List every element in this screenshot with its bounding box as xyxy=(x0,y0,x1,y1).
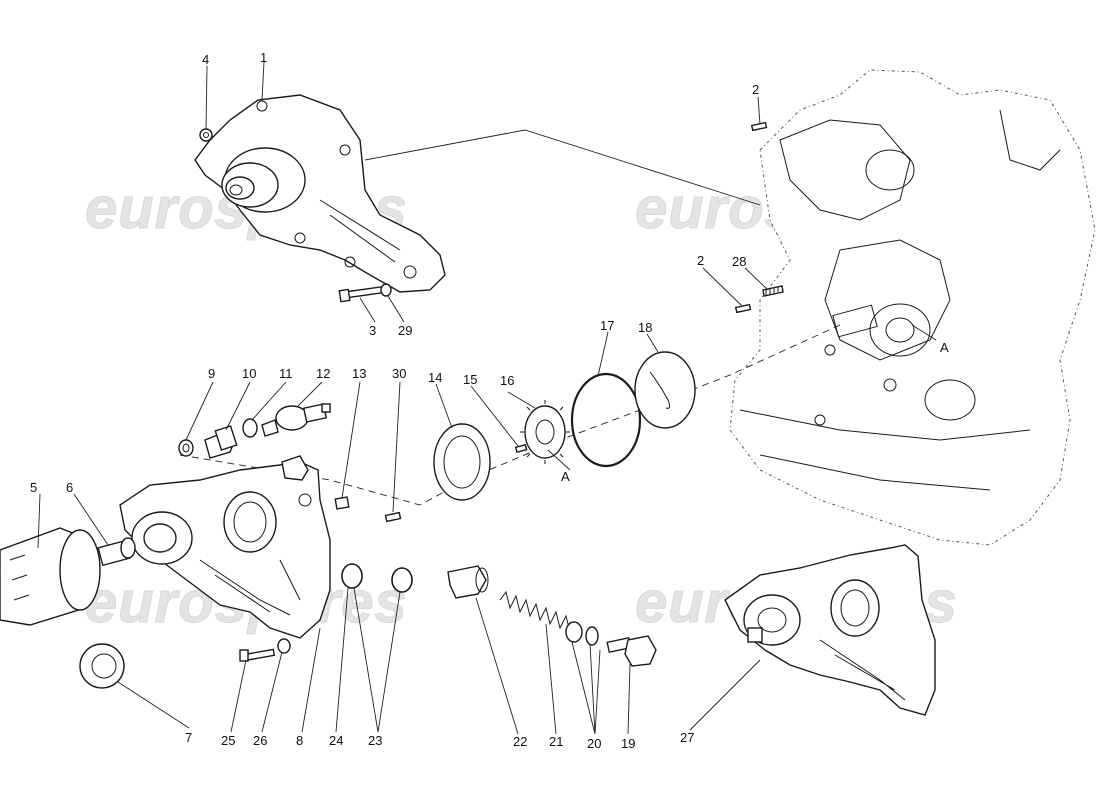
callout-24: 24 xyxy=(329,733,343,748)
stud-28 xyxy=(762,285,784,297)
washer-11 xyxy=(242,418,258,438)
callout-26: 26 xyxy=(253,733,267,748)
callout-10: 10 xyxy=(242,366,256,381)
pin-15 xyxy=(514,443,528,454)
washer-9 xyxy=(178,439,194,457)
callout-2-upper: 2 xyxy=(752,82,759,97)
oil-pump-assembly-27 xyxy=(724,544,936,716)
callout-3: 3 xyxy=(369,323,376,338)
outer-rotor-14 xyxy=(433,423,491,501)
dowel-pin-2-upper xyxy=(750,121,768,132)
marker-a-block: A xyxy=(940,340,949,355)
plunger-22 xyxy=(447,565,489,599)
plug-19 xyxy=(606,635,657,667)
callout-2-lower: 2 xyxy=(697,253,704,268)
engine-block xyxy=(729,69,1096,546)
adapter-6 xyxy=(97,537,136,567)
callout-17: 17 xyxy=(600,318,614,333)
fitting-10 xyxy=(204,425,238,459)
pump-to-block-line xyxy=(364,129,761,206)
bolt-25 xyxy=(239,648,276,662)
callout-14: 14 xyxy=(428,370,442,385)
callout-13: 13 xyxy=(352,366,366,381)
callout-7: 7 xyxy=(185,730,192,745)
pin-13 xyxy=(334,496,350,510)
nut-4 xyxy=(199,128,213,142)
o-ring-17 xyxy=(570,372,642,468)
callout-23: 23 xyxy=(368,733,382,748)
callout-15: 15 xyxy=(463,372,477,387)
callout-8: 8 xyxy=(296,733,303,748)
callout-11: 11 xyxy=(279,366,293,381)
callout-1: 1 xyxy=(260,50,267,65)
marker-a-gear: A xyxy=(561,469,570,484)
callout-6: 6 xyxy=(66,480,73,495)
callout-20: 20 xyxy=(587,736,601,751)
washer-29 xyxy=(380,283,392,297)
spring-21 xyxy=(499,590,571,633)
washer-26 xyxy=(277,638,291,654)
sensor-12 xyxy=(261,403,331,437)
callout-21: 21 xyxy=(549,734,563,749)
callout-12: 12 xyxy=(316,366,330,381)
assembly-axis xyxy=(179,324,841,506)
callout-5: 5 xyxy=(30,480,37,495)
callout-19: 19 xyxy=(621,736,635,751)
callout-25: 25 xyxy=(221,733,235,748)
leader-lines xyxy=(37,61,937,735)
bolt-3 xyxy=(338,285,386,303)
washers-20 xyxy=(565,621,599,646)
seal-7 xyxy=(79,643,125,689)
gear-16 xyxy=(520,400,570,464)
callout-4: 4 xyxy=(202,52,209,67)
callout-28: 28 xyxy=(732,254,746,269)
callout-29: 29 xyxy=(398,323,412,338)
oil-filter-5 xyxy=(0,527,101,626)
callout-labels: 1 2 2 3 4 5 6 7 8 9 10 11 12 13 14 15 16… xyxy=(30,50,949,751)
water-pump xyxy=(194,94,446,293)
callout-16: 16 xyxy=(500,373,514,388)
o-rings-23 xyxy=(341,563,413,593)
callout-30: 30 xyxy=(392,366,406,381)
oil-pump-body xyxy=(119,455,331,639)
callout-27: 27 xyxy=(680,730,694,745)
pin-30 xyxy=(384,511,402,523)
cover-plate-18 xyxy=(634,351,696,429)
callout-9: 9 xyxy=(208,366,215,381)
callout-22: 22 xyxy=(513,734,527,749)
dowel-pin-2-lower xyxy=(734,303,752,314)
callout-18: 18 xyxy=(638,320,652,335)
